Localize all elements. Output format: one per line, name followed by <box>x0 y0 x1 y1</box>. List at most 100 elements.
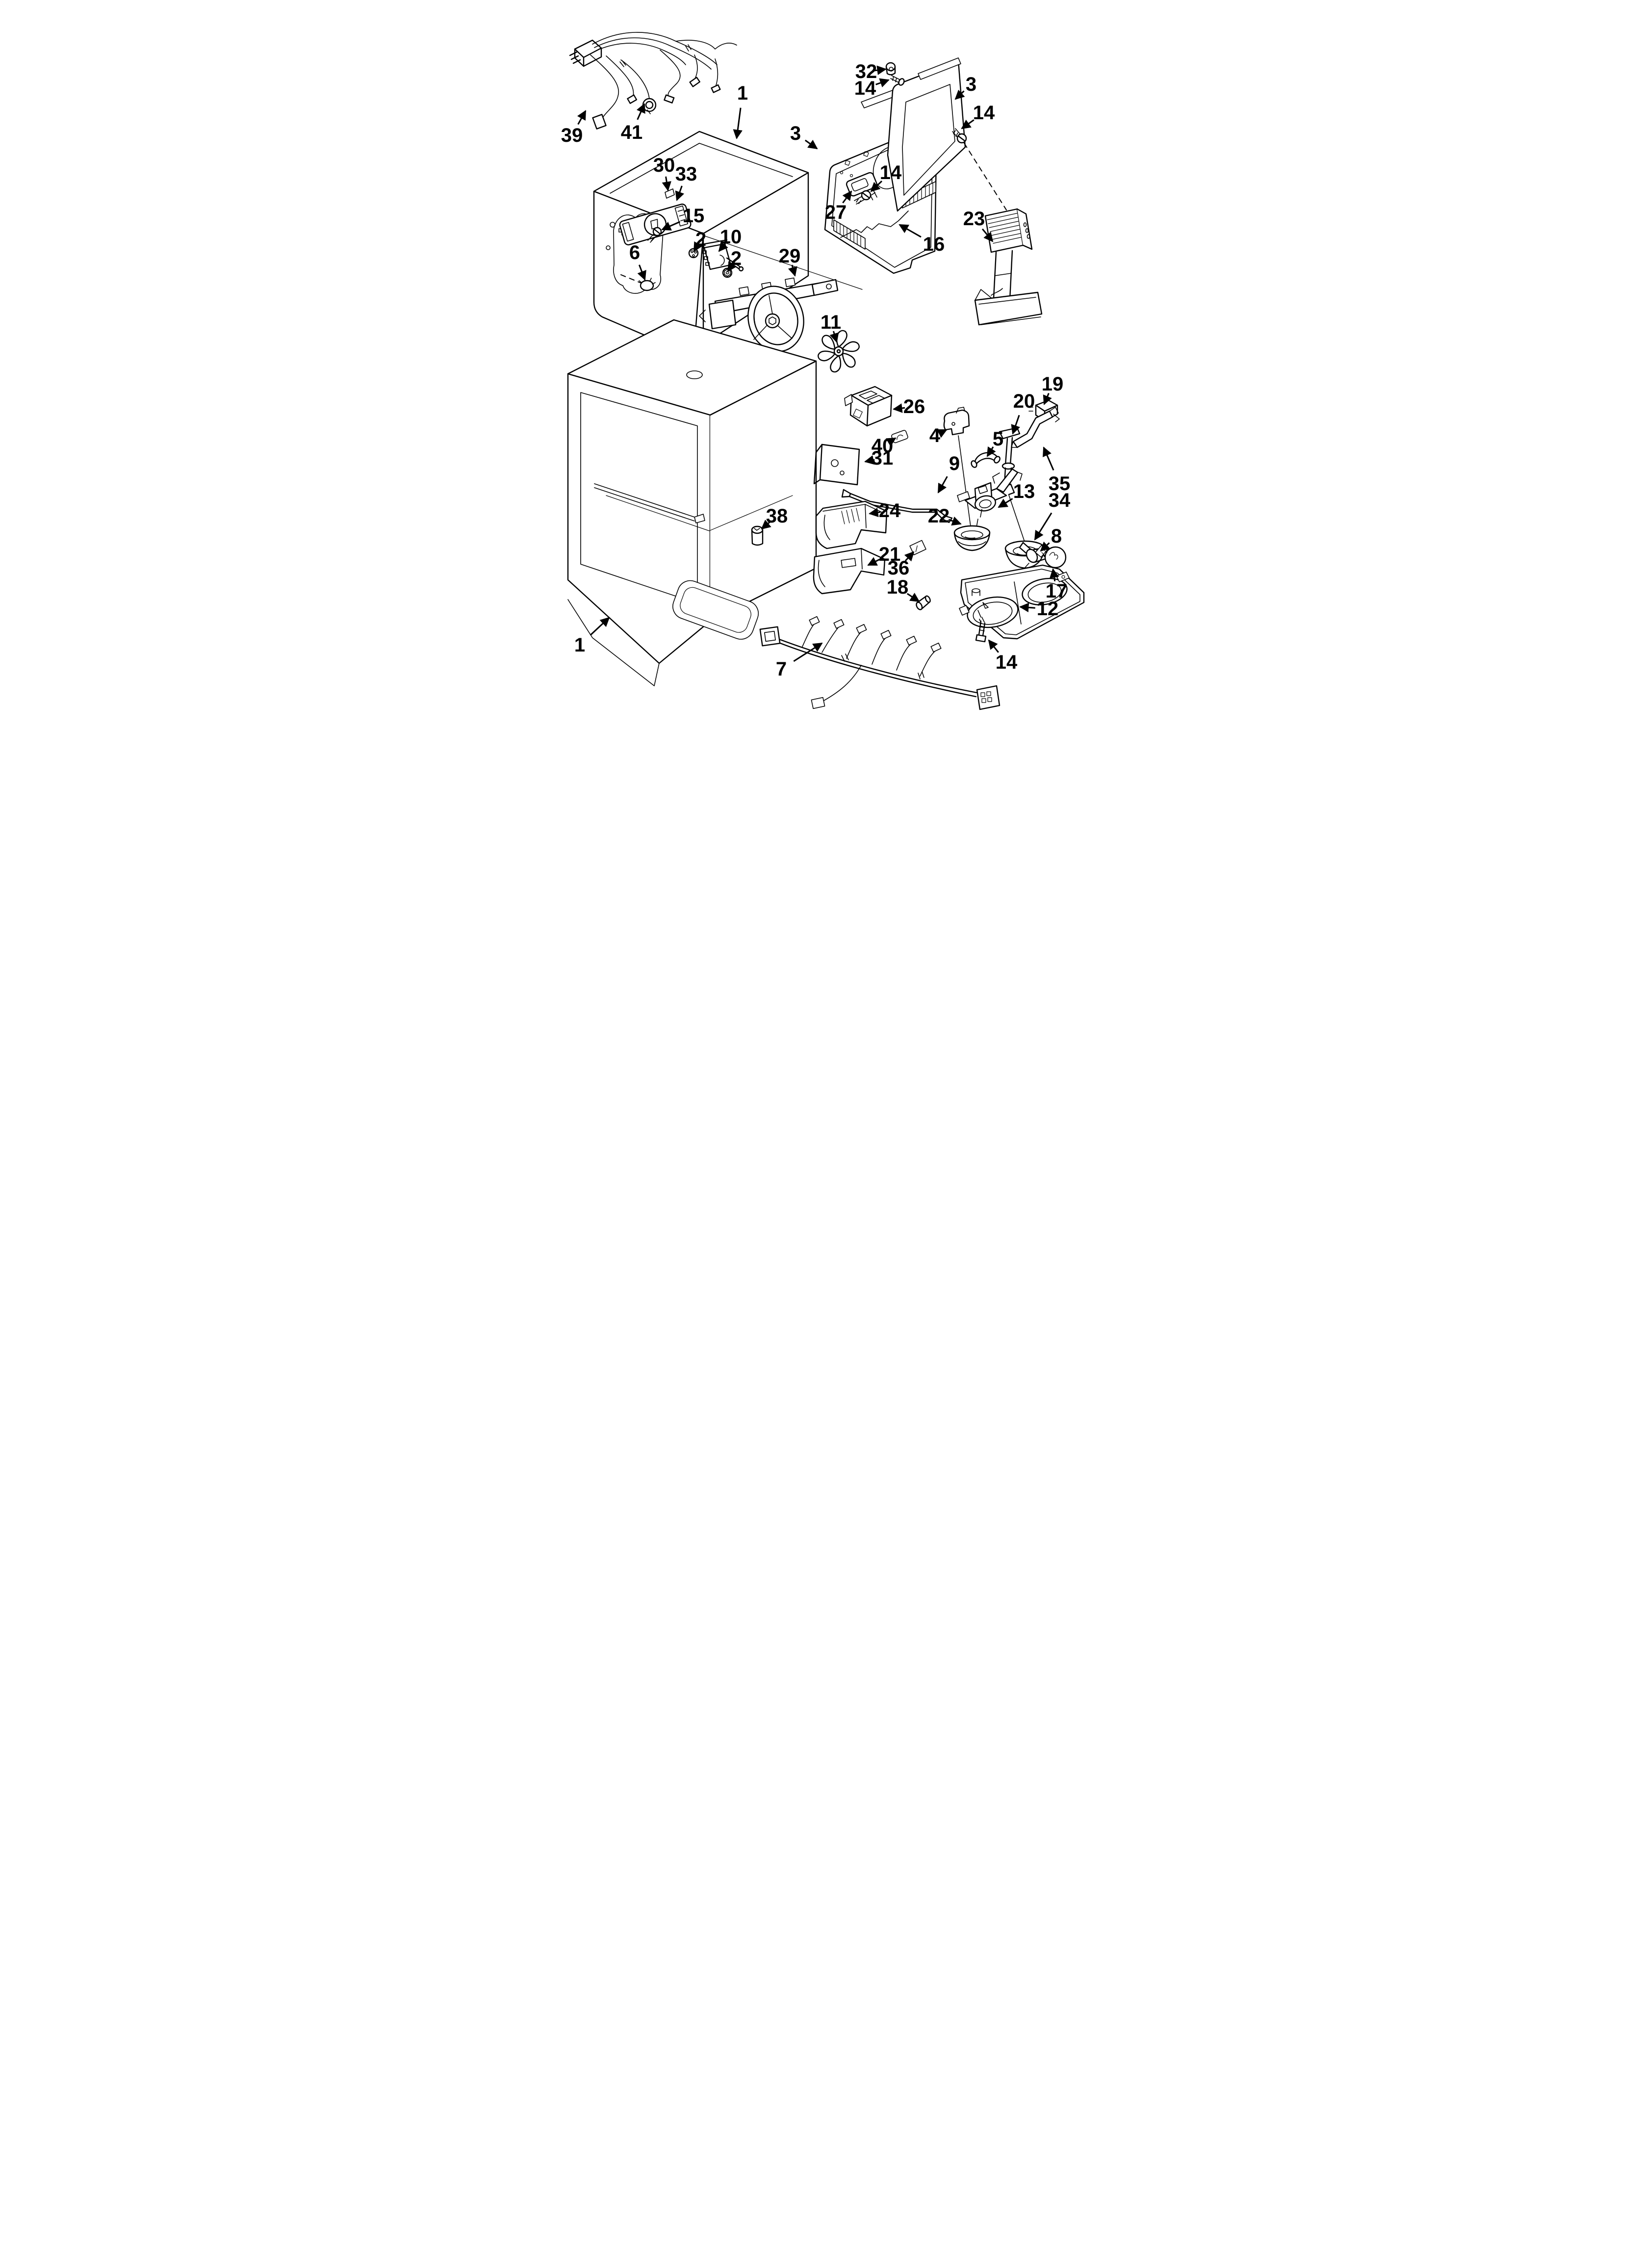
capillary-16 <box>840 210 909 238</box>
part-number-label: 38 <box>766 505 788 527</box>
part-number-label: 3 <box>790 123 801 144</box>
part-number-label: 7 <box>776 658 787 680</box>
part-callout-2-upper: 2 <box>693 229 706 252</box>
part-callout-14-mid: 14 <box>870 162 902 192</box>
screw-15 <box>647 227 662 243</box>
part-callout-36: 36 <box>888 551 915 579</box>
cover-frame <box>885 57 1007 212</box>
fan-blade <box>818 330 860 373</box>
part-callout-12: 12 <box>1019 598 1059 620</box>
part-callout-8: 8 <box>1040 525 1062 552</box>
part-number-label: 19 <box>1042 373 1064 395</box>
part-number-label: 14 <box>973 102 995 124</box>
wire-harness-top <box>569 32 737 130</box>
part-callout-33: 33 <box>675 163 697 201</box>
part-callout-3-left: 3 <box>790 123 818 150</box>
part-number-label: 1 <box>574 634 585 656</box>
part-number-label: 31 <box>872 447 894 469</box>
part-number-label: 9 <box>949 453 960 474</box>
control-cluster <box>813 386 1067 610</box>
part-callout-19: 19 <box>1042 373 1064 405</box>
part-number-label: 40 <box>872 435 894 457</box>
part-callout-7: 7 <box>776 642 823 680</box>
lamp-bracket-13 <box>957 468 1019 530</box>
fill-tube-20 <box>992 427 1025 542</box>
duct-21 <box>813 547 886 595</box>
part-callout-16: 16 <box>898 224 945 255</box>
part-number-label: 27 <box>825 202 847 223</box>
part-number-label: 2 <box>731 248 742 269</box>
part-callout-1-bottom: 1 <box>574 617 610 656</box>
part-callout-5: 5 <box>986 428 1003 457</box>
part-number-label: 22 <box>928 505 950 527</box>
part-number-label: 11 <box>821 312 841 333</box>
fan-bracket-assembly <box>699 235 863 352</box>
part-number-label: 12 <box>1037 598 1059 620</box>
part-callout-1-top: 1 <box>733 82 748 139</box>
part-number-label: 13 <box>1013 481 1035 502</box>
bracket-35 <box>1011 407 1059 448</box>
part-number-label: 10 <box>720 226 742 248</box>
drain-pan-assembly <box>959 564 1085 643</box>
part-callout-17: 17 <box>1046 568 1067 602</box>
part-number-label: 39 <box>561 125 583 146</box>
defrost-thermostat-4 <box>943 407 972 530</box>
part-number-label: 18 <box>887 576 909 598</box>
air-tower <box>974 208 1043 326</box>
refrigerator-liner-parts-diagram: 3941132143143271416233033156210229112640… <box>561 32 1085 710</box>
part-callout-32: 32 <box>855 61 887 82</box>
screw-14-bottom <box>975 610 987 643</box>
part-number-label: 30 <box>653 155 675 176</box>
part-callout-22: 22 <box>928 505 962 527</box>
part-number-label: 15 <box>683 205 705 227</box>
part-callout-34: 34 <box>1034 490 1071 541</box>
part-callout-40: 40 <box>872 435 897 457</box>
spacer-18 <box>916 595 931 610</box>
grommet-6 <box>639 277 656 291</box>
grommet-32 <box>885 62 896 76</box>
part-callout-35: 35 <box>1043 446 1071 495</box>
part-callout-20: 20 <box>1011 391 1035 435</box>
part-number-label: 14 <box>880 162 902 183</box>
part-callout-10: 10 <box>718 226 742 252</box>
part-callout-2-lower: 2 <box>727 248 742 272</box>
part-number-label: 6 <box>629 242 640 263</box>
part-number-label: 35 <box>1049 473 1071 495</box>
part-number-label: 8 <box>1051 525 1062 547</box>
part-callout-41: 41 <box>621 103 645 143</box>
part-number-label: 29 <box>779 245 801 267</box>
part-callout-11: 11 <box>821 312 841 343</box>
part-number-label: 23 <box>963 208 985 230</box>
part-callout-29: 29 <box>779 245 801 277</box>
part-number-label: 24 <box>879 500 901 521</box>
control-housing-26 <box>844 386 893 427</box>
part-callout-3-right: 3 <box>954 74 976 100</box>
part-callout-27: 27 <box>825 190 852 223</box>
part-number-label: 5 <box>993 428 1003 450</box>
part-callout-14-top: 14 <box>854 78 890 99</box>
part-number-label: 20 <box>1013 391 1035 412</box>
foam-strip <box>918 57 961 80</box>
part-callout-30: 30 <box>653 155 675 191</box>
part-number-label: 32 <box>855 61 877 82</box>
duct-24 <box>815 500 888 549</box>
part-callout-31: 31 <box>864 447 894 469</box>
part-callout-4: 4 <box>929 425 948 446</box>
food-liner <box>567 319 817 686</box>
plug-38 <box>751 525 764 546</box>
part-number-label: 14 <box>996 652 1018 673</box>
part-number-label: 41 <box>621 122 643 143</box>
part-callout-38: 38 <box>761 505 788 530</box>
part-callout-24: 24 <box>869 500 901 521</box>
part-number-label: 16 <box>923 234 945 255</box>
part-callout-14-right: 14 <box>961 102 995 130</box>
drain-hose-5 <box>971 452 1001 468</box>
screw-14-mid <box>854 190 872 205</box>
nut-2-lower <box>722 267 733 278</box>
part-callout-23: 23 <box>963 208 994 242</box>
lens-22 <box>953 525 991 551</box>
air-ducts <box>813 500 888 595</box>
wire-harness-bottom <box>759 616 1001 710</box>
